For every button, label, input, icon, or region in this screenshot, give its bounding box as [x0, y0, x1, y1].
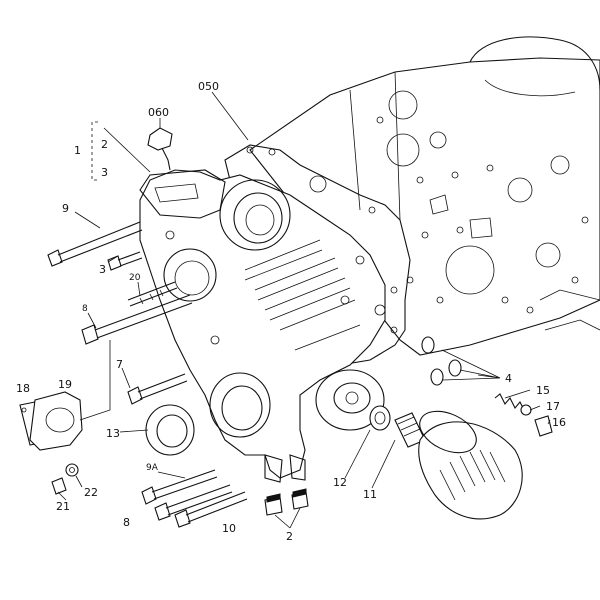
- o-rings-4: [421, 336, 462, 386]
- label-15: 15: [536, 384, 550, 397]
- relief-ball-17: [520, 404, 532, 416]
- label-060: 060: [148, 106, 169, 119]
- label-18: 18: [16, 382, 30, 395]
- label-16: 16: [552, 416, 566, 429]
- leader-19-to-case: [79, 340, 111, 421]
- label-21: 21: [56, 500, 70, 513]
- label-4: 4: [505, 372, 512, 385]
- label-17: 17: [546, 400, 560, 413]
- label-9a: 9A: [146, 463, 159, 473]
- label-10: 10: [222, 522, 236, 535]
- label-3-top: 3: [101, 166, 108, 179]
- bolt-3: [107, 251, 143, 271]
- bracket-1-2-3: [91, 121, 98, 181]
- label-9: 9: [62, 202, 69, 215]
- callout-labels: 050 060 1 2 3 9 3 20 8 7 18 19 13 9A 22 …: [16, 80, 566, 543]
- bolt-7: [127, 373, 188, 405]
- label-8-top: 8: [82, 304, 88, 314]
- bolt-060: [147, 127, 173, 171]
- oil-filter: [418, 410, 523, 520]
- label-3: 3: [99, 263, 106, 276]
- label-20: 20: [129, 273, 141, 283]
- stud-20: [127, 281, 178, 307]
- bolt-8-upper: [81, 294, 193, 345]
- cover-19-plate: [29, 391, 83, 451]
- timing-gear-case: [139, 169, 386, 483]
- filter-adapter-12: [369, 405, 391, 431]
- bolt-10: [174, 491, 248, 528]
- label-050: 050: [198, 80, 219, 93]
- relief-spring-15: [494, 393, 526, 413]
- relief-plug-16: [534, 415, 553, 437]
- nut-22: [65, 463, 79, 477]
- block-bolt-holes: [376, 116, 589, 314]
- label-12: 12: [333, 476, 347, 489]
- bolt-8-lower: [154, 484, 233, 521]
- bolt-9: [47, 221, 143, 267]
- label-2-bottom: 2: [286, 530, 293, 543]
- bolt-9a: [141, 469, 218, 505]
- washer-21: [51, 477, 67, 495]
- leader-lines: [57, 91, 551, 529]
- engine-block-plate: [249, 36, 600, 356]
- label-1: 1: [74, 144, 81, 157]
- label-13: 13: [106, 427, 120, 440]
- oil-seal-13: [145, 404, 195, 456]
- drain-plug-2: [264, 488, 309, 516]
- label-22: 22: [84, 486, 98, 499]
- label-11: 11: [363, 488, 377, 501]
- leader-1-to-case: [103, 127, 151, 173]
- label-8-bottom: 8: [123, 516, 130, 529]
- label-19: 19: [58, 378, 72, 391]
- label-7: 7: [116, 358, 123, 371]
- label-2-top: 2: [101, 138, 108, 151]
